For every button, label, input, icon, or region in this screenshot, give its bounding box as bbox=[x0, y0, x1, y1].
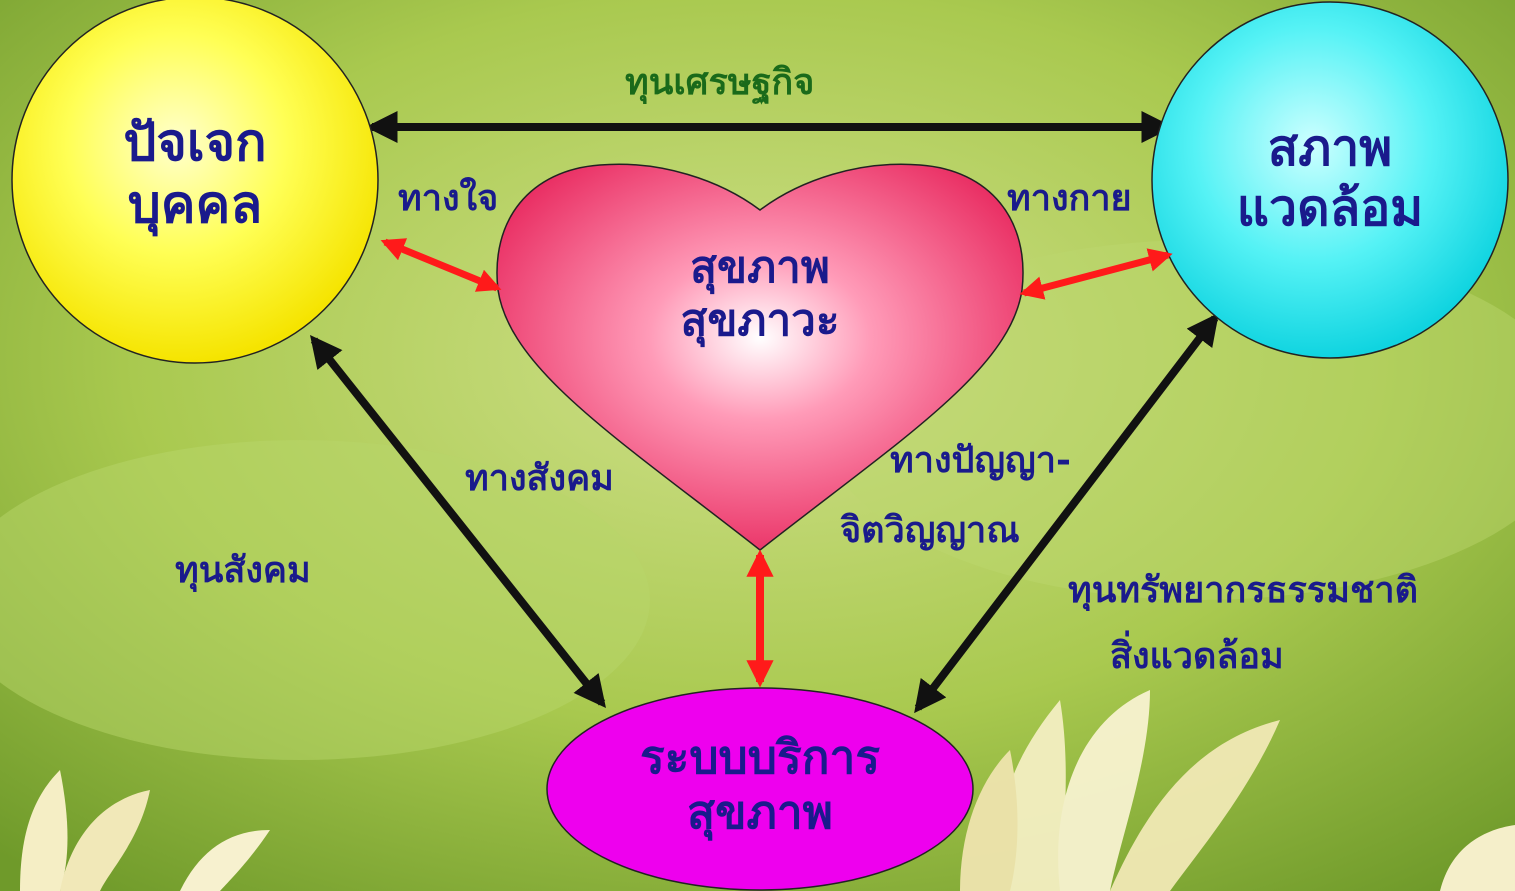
social-capital-arrow bbox=[310, 334, 606, 709]
intellectual-label-line2: จิตวิญญาณ bbox=[840, 509, 1020, 551]
physical-label: ทางกาย bbox=[1007, 177, 1132, 219]
intellectual-label-line1: ทางปัญญา- bbox=[890, 439, 1071, 481]
mental-label: ทางใจ bbox=[398, 177, 499, 219]
social-label: ทางสังคม bbox=[465, 457, 614, 499]
natural-capital-label-line1: ทุนทรัพยากรธรรมชาติ bbox=[1068, 570, 1418, 611]
environment-label: สภาพ แวดล้อม bbox=[1236, 118, 1424, 237]
flower-decoration-center bbox=[960, 690, 1280, 891]
natural-capital-label-line2: สิ่งแวดล้อม bbox=[1110, 635, 1284, 677]
service-ellipse bbox=[546, 687, 974, 891]
physical-arrow bbox=[1019, 248, 1173, 300]
environment-circle bbox=[1151, 1, 1509, 359]
individual-circle bbox=[11, 0, 379, 364]
service-label: ระบบบริการ สุขภาพ bbox=[639, 730, 881, 840]
social-capital-label: ทุนสังคม bbox=[175, 549, 311, 591]
economic-capital-label: ทุนเศรษฐกิจ bbox=[625, 61, 815, 103]
individual-label: ปัจเจก บุคคล bbox=[123, 112, 267, 236]
mental-arrow bbox=[380, 238, 502, 292]
health-label: สุขภาพ สุขภาวะ bbox=[680, 242, 840, 346]
flower-decoration-right bbox=[1440, 825, 1515, 891]
natural-capital-arrow bbox=[914, 312, 1219, 714]
flower-decoration-left bbox=[20, 770, 270, 891]
